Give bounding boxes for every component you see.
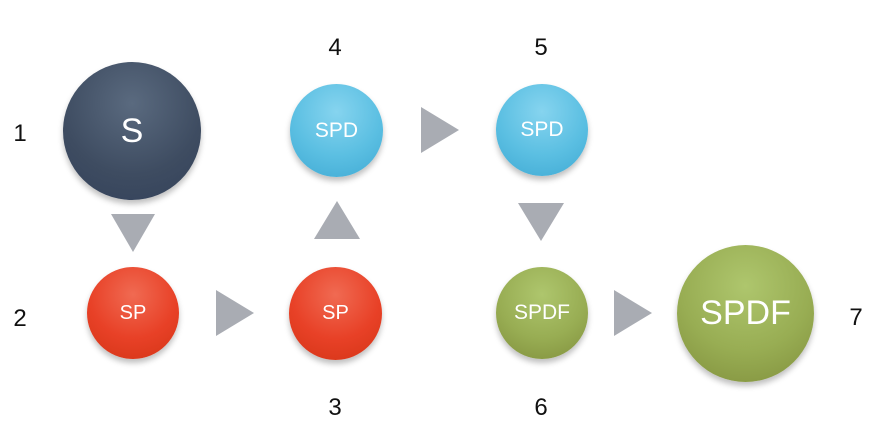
step-number-3: 3 — [328, 394, 342, 421]
node-spdf-step-7: SPDF — [677, 245, 814, 382]
node-sp-step-3-label: SP — [322, 302, 349, 324]
arrow-up-3-to-4 — [314, 201, 360, 239]
node-s-label: S — [120, 111, 144, 150]
arrow-down-1-to-2 — [111, 214, 155, 252]
arrow-right-2-to-3 — [216, 290, 254, 336]
step-number-6: 6 — [534, 394, 548, 421]
node-spd-step-5-label: SPD — [520, 118, 564, 141]
node-spd-step-4: SPD — [290, 84, 383, 177]
arrow-right-6-to-7 — [614, 290, 652, 336]
step-number-5: 5 — [534, 34, 548, 61]
arrow-down-5-to-6 — [518, 203, 564, 241]
step-number-4: 4 — [328, 34, 342, 61]
node-spdf-step-6-label: SPDF — [513, 301, 570, 324]
step-number-2: 2 — [13, 305, 27, 332]
node-spdf-step-7-label: SPDF — [700, 294, 791, 332]
node-spd-step-4-label: SPD — [314, 118, 359, 142]
arrow-right-4-to-5 — [421, 107, 459, 153]
step-number-7: 7 — [849, 304, 863, 331]
node-sp-step-2: SP — [87, 267, 179, 359]
node-sp-step-3: SP — [289, 267, 382, 360]
step-number-1: 1 — [13, 120, 27, 147]
node-s: S — [63, 62, 201, 200]
node-spdf-step-6: SPDF — [496, 267, 588, 359]
node-spd-step-5: SPD — [496, 84, 588, 176]
node-sp-step-2-label: SP — [119, 301, 147, 324]
